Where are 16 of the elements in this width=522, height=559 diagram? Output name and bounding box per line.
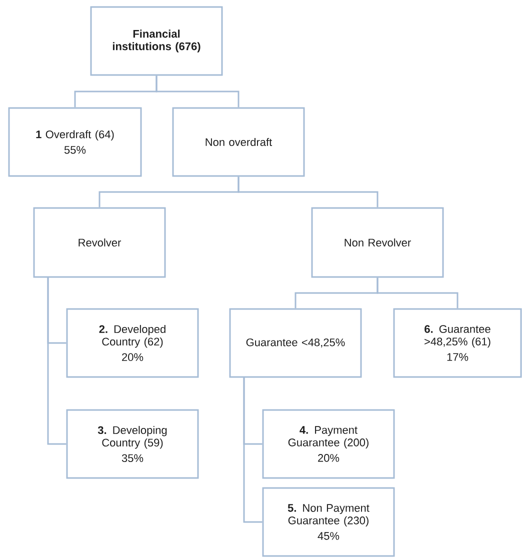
title-box: Financial institutions (676) bbox=[90, 6, 223, 76]
connector-line bbox=[47, 277, 66, 445]
segment-box: 3. Developing Country (59) 35% bbox=[66, 409, 199, 479]
category-box: Revolver bbox=[33, 207, 166, 278]
connector-line bbox=[156, 76, 240, 108]
segment-box: 2. Developed Country (62) 20% bbox=[66, 308, 199, 378]
segment-box: 4. Payment Guarantee (200) 20% bbox=[262, 409, 395, 479]
segment-box: 1 Overdraft (64) 55% bbox=[8, 107, 142, 177]
category-box: Non Revolver bbox=[311, 207, 444, 278]
category-box: Non overdraft bbox=[172, 107, 305, 177]
segment-box: 5. Non Payment Guarantee (230) 45% bbox=[262, 487, 395, 557]
connector-line bbox=[243, 377, 262, 523]
category-box: Guarantee <48,25% bbox=[229, 308, 362, 378]
segment-box: 6. Guarantee >48,25% (61) 17% bbox=[393, 308, 522, 378]
connector-line bbox=[376, 278, 458, 308]
connector-line bbox=[238, 176, 378, 208]
